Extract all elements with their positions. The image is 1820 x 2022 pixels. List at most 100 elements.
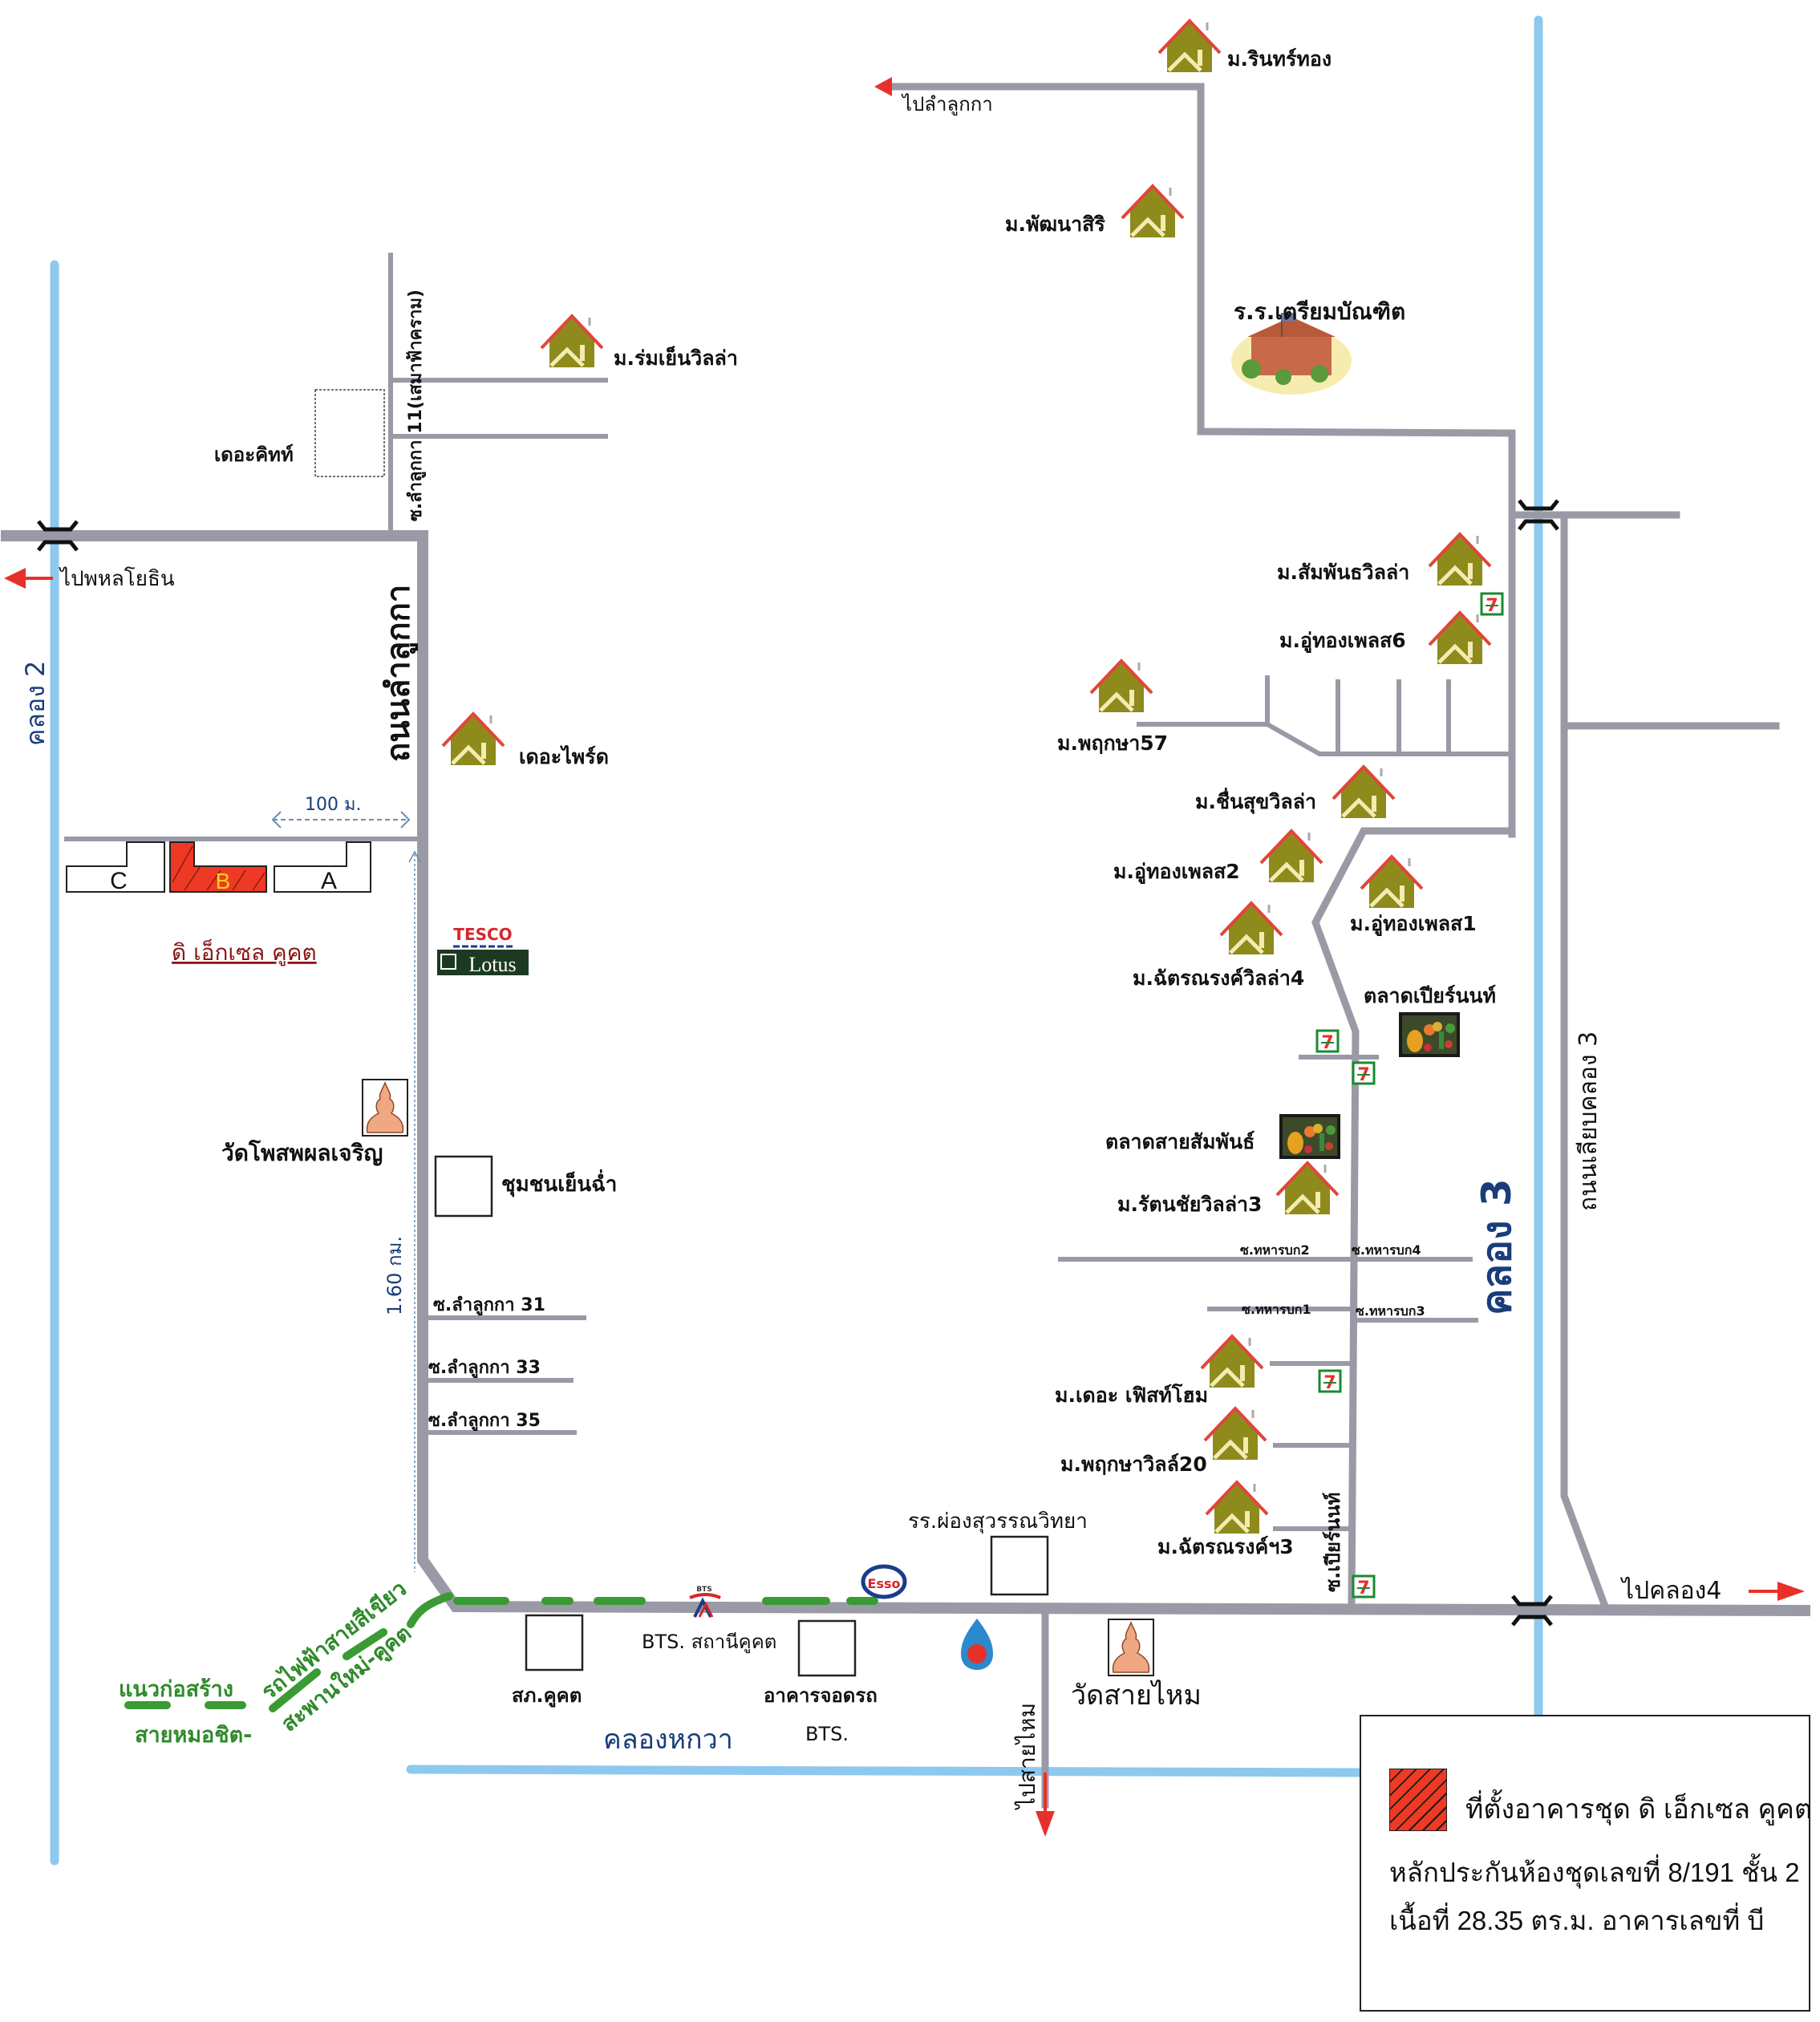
label-distance-160km: 1.60 กม. [383,1236,406,1315]
school-phong-box [990,1535,1049,1596]
label-thahanbok1: ซ.ทหารบก1 [1242,1302,1311,1317]
label-village: ม.ชื่นสุขวิลล่า [1195,788,1316,815]
label-village: เดอะไพร์ด [519,744,609,768]
market-icon [1399,1012,1460,1057]
label-parking-2: BTS. [805,1723,849,1745]
tesco-lotus-logo[interactable]: TESCO Lotus [437,925,529,976]
house-icon [1261,831,1322,882]
road-top-left [1,530,1811,1617]
label-lamlukka-road: ถนนลำลูกกา [380,585,418,762]
label-thahanbok4: ซ.ทหารบก4 [1352,1242,1421,1258]
label-market-piyanon: ตลาดเปียร์นนท์ [1364,984,1496,1007]
label-wat-saimai: วัดสายไหม [1071,1680,1202,1712]
legend-site-swatch [1389,1769,1447,1831]
seven-eleven-icon [1480,592,1504,618]
legend: ที่ตั้งอาคารชุด ดิ เอ็กเซล คูคต หลักประก… [1360,1715,1812,2012]
house-icon [1091,661,1152,712]
arrow-to-lamlukka-icon [874,77,892,96]
building-c-label: C [110,868,128,894]
house-icon [1202,1336,1263,1388]
label-to-khlong4: ไปคลอง4 [1620,1576,1721,1605]
label-market-samphan: ตลาดสายสัมพันธ์ [1105,1130,1255,1153]
esso-label: Esso [868,1576,901,1591]
road-to-lamlukka [888,83,1516,838]
distance-160km-marker [408,850,421,1572]
bts-logo-icon[interactable]: BTS [688,1585,721,1618]
label-school-triam: ร.ร.เตรียมบัณฑิต [1234,298,1405,325]
seven-eleven-icon [1352,1574,1376,1600]
the-kit-box [314,389,385,477]
canal-khlong-hakwa [406,1765,1368,1777]
house-icon [1221,903,1282,954]
school-triam-image [1231,313,1352,395]
label-to-lamlukka: ไปลำลูกกา [901,93,993,116]
building-a[interactable]: A [274,841,371,894]
label-village: ม.ฉัตรณรงค์ฯ3 [1157,1535,1294,1558]
bts-logo-label: BTS [696,1586,711,1594]
legend-line-2: เนื้อที่ 28.35 ตร.ม. อาคารเลขที่ บี [1389,1906,1765,1935]
label-distance-100m: 100 ม. [305,795,361,815]
tesco-label: TESCO [453,925,512,944]
label-village: ม.พฤกษาวิลล์20 [1060,1453,1207,1476]
label-wat-pho: วัดโพสพผลเจริญ [221,1139,383,1166]
arrow-to-khlong4-icon [1749,1582,1805,1601]
label-construction-2: สายหมอชิต- [135,1723,252,1748]
label-village: ม.อู่ทองเพลส2 [1113,860,1240,885]
label-village: ม.ฉัตรณรงค์วิลล่า4 [1133,966,1304,990]
label-to-saimai: ไปสายไหม [1014,1703,1040,1810]
label-the-kit: เดอะคิทท์ [214,444,294,466]
arrow-to-phahon-icon [4,568,53,589]
label-soi-33: ซ.ลำลูกกา 33 [428,1358,541,1379]
label-village: ม.อู่ทองเพลส1 [1350,912,1477,937]
house-icon [443,714,504,765]
label-soi-lamlukka-11: ซ.ลำลูกกา 11(เสมาฟ้าคราม) [406,290,427,521]
legend-line-1: หลักประกันห้องชุดเลขที่ 8/191 ชั้น 2 [1389,1858,1800,1887]
seven-eleven-icon [1318,1369,1342,1395]
house-icon [541,316,602,367]
label-bts-station: BTS. สถานีคูคต [642,1631,776,1654]
building-c[interactable]: C [66,841,165,894]
label-construction-1: แนวก่อสร้าง [119,1677,233,1702]
house-icon [1206,1482,1267,1534]
road-pruksa57 [1137,722,1514,756]
house-icon [1361,857,1422,908]
parking-box [797,1619,857,1677]
house-icon [1205,1408,1266,1460]
building-a-label: A [321,868,337,894]
bts-green-line [124,1592,878,1712]
label-school-phong: รร.ผ่องสุวรรณวิทยา [908,1509,1088,1534]
house-icon [1429,534,1490,586]
police-box [525,1614,584,1671]
label-village: ม.พัฒนาสิริ [1005,213,1105,236]
market-icon [1279,1114,1340,1159]
label-soi-piyanon: ซ.เปียร์นนท์ [1322,1493,1344,1592]
label-khlong2: คลอง 2 [20,661,51,746]
house-icon [1122,186,1183,237]
house-icon [1429,613,1490,664]
house-icon [1277,1163,1338,1214]
house-icon [1333,767,1394,818]
temple-icon [362,1079,408,1137]
label-village: ม.รัตนชัยวิลล่า3 [1117,1193,1262,1216]
label-khlong-hakwa: คลองหกวา [603,1724,733,1756]
label-project: ดิ เอ็กเซล คูคต [172,938,317,966]
label-village: ม.สัมพันธวิลล่า [1277,561,1409,584]
distance-100m-marker [271,811,411,829]
road-soi-piyanon [1311,827,1516,1608]
label-soi-31: ซ.ลำลูกกา 31 [433,1295,545,1316]
building-b-site[interactable]: B [169,841,267,893]
label-village: ม.เดอะ เฟิสท์โฮม [1055,1383,1208,1407]
seven-eleven-icon [1352,1061,1376,1087]
label-thahanbok3: ซ.ทหารบก3 [1356,1303,1425,1319]
seven-eleven-icon [1315,1029,1340,1055]
building-b-label: B [216,869,231,893]
label-village: ม.อู่ทองเพลส6 [1279,629,1406,654]
esso-logo[interactable]: Esso [861,1564,907,1599]
chumchon-box [434,1155,493,1218]
ptt-logo-icon[interactable] [961,1619,993,1670]
label-village: ม.รินทร์ทอง [1227,47,1332,71]
label-to-phahon: ไปพหลโยธิน [59,566,175,591]
arrow-to-saimai-icon [1036,1773,1055,1837]
label-village: ม.พฤกษา57 [1057,731,1168,755]
